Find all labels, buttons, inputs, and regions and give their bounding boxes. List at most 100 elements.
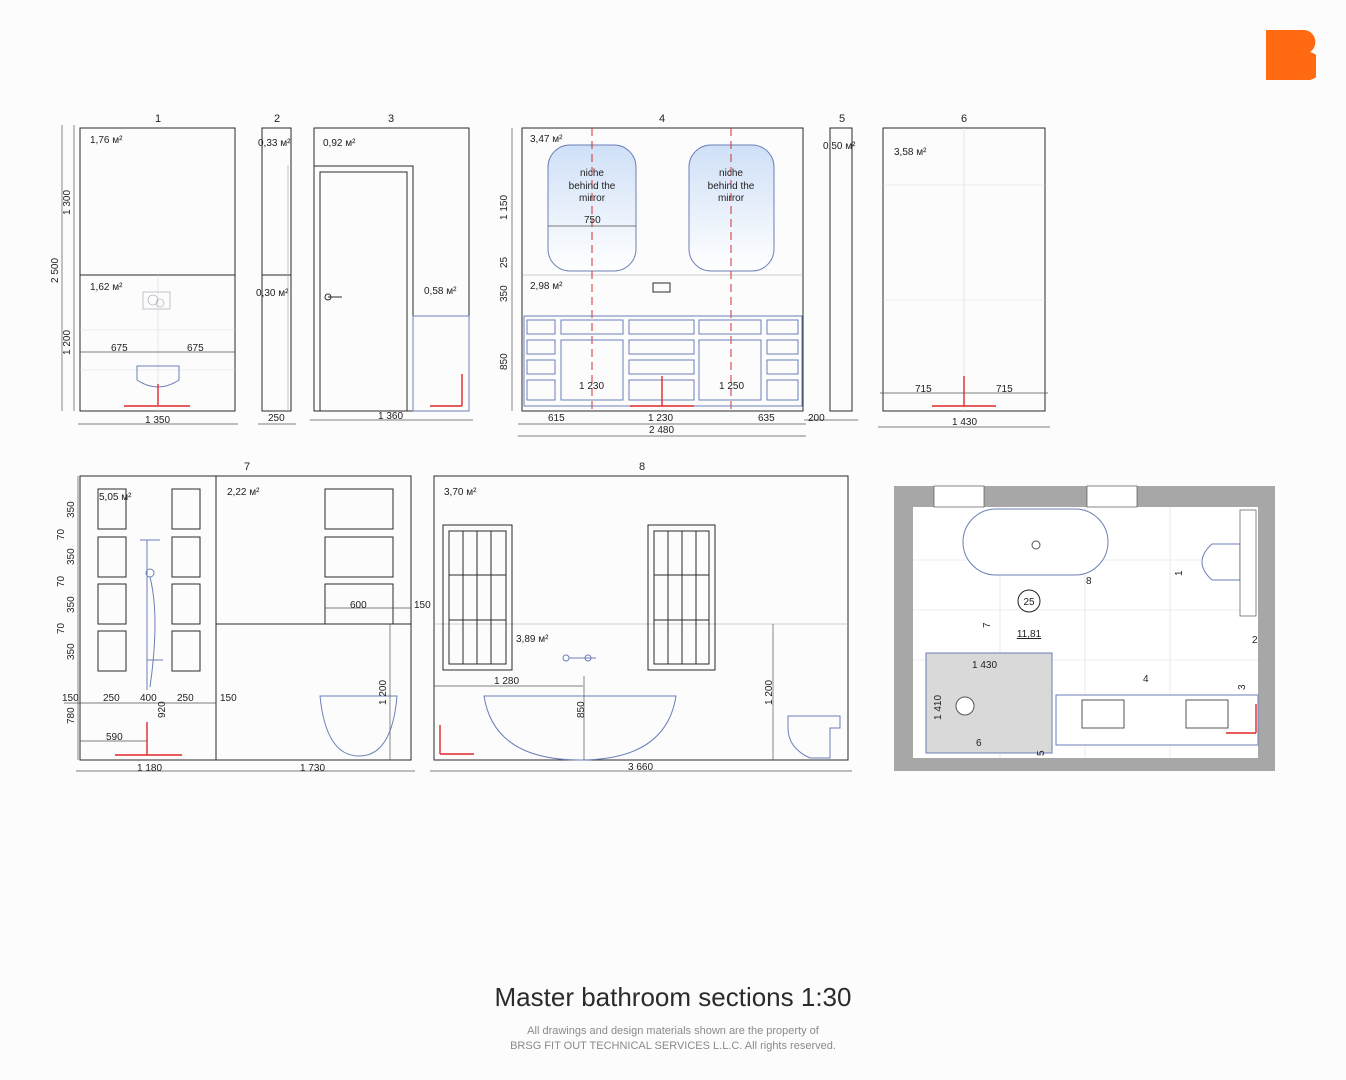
- dim-label: 1 360: [378, 411, 403, 422]
- area-label: 3,58 м²: [894, 147, 927, 158]
- wall-outline: [79, 127, 236, 412]
- dim-label: 70: [56, 575, 67, 587]
- vanity-outline: [523, 315, 803, 407]
- area-label: 3,70 м²: [444, 487, 477, 498]
- section-4: 4 niche behind the mirror niche behind t…: [499, 113, 806, 437]
- dim-label: 850: [576, 701, 587, 718]
- dim-label: 70: [56, 528, 67, 540]
- dim-label: 635: [758, 413, 775, 424]
- dim-label: 920: [157, 701, 168, 718]
- plan-area-number: 25: [1023, 597, 1035, 608]
- niche-text: niche: [580, 168, 604, 179]
- copyright-line: All drawings and design materials shown …: [527, 1025, 819, 1037]
- plan-marker: 6: [976, 738, 982, 749]
- section-2: 2 0,33 м² 0,30 м² 250: [256, 113, 296, 425]
- area-label: 0,92 м²: [323, 138, 356, 149]
- plan-marker: 4: [1143, 674, 1149, 685]
- niche-panels: [97, 488, 394, 672]
- bathtub-icon: [319, 695, 398, 757]
- dim-label: 150: [62, 693, 79, 704]
- section-2-label: 2: [274, 113, 280, 125]
- area-label: 0,30 м²: [256, 288, 289, 299]
- niche-text: mirror: [579, 193, 606, 204]
- dim-label: 615: [548, 413, 565, 424]
- brand-logo: [1266, 30, 1316, 80]
- flush-plate-icon: [142, 291, 171, 310]
- dim-label: 250: [103, 693, 120, 704]
- copyright-note: All drawings and design materials shown …: [0, 1024, 1346, 1054]
- plan-marker: 2: [1252, 635, 1258, 646]
- dim-label: 250: [268, 413, 285, 424]
- switch-icon: [652, 282, 671, 293]
- dim-label: 715: [915, 384, 932, 395]
- window-left: [442, 524, 513, 671]
- dim-label: 590: [106, 732, 123, 743]
- wall-outline: [79, 475, 412, 761]
- wc-icon: [787, 715, 841, 759]
- area-label: 0,33 м²: [258, 138, 291, 149]
- dim-label: 1 430: [952, 417, 977, 428]
- niche-text: behind the: [569, 181, 616, 192]
- dim-label: 350: [66, 548, 77, 565]
- dim-label: 2 480: [649, 425, 674, 436]
- area-label: 3,47 м²: [530, 134, 563, 145]
- dim-label: 675: [187, 343, 204, 354]
- niche-text: mirror: [718, 193, 745, 204]
- plan-area-tag: [1017, 589, 1041, 613]
- dim-label: 750: [584, 215, 601, 226]
- area-label: 0,58 м²: [424, 286, 457, 297]
- section-6: 6 3,58 м² 715 715 1 430: [878, 113, 1050, 428]
- wall-outline: [521, 127, 804, 412]
- dim-label: 1 230: [579, 381, 604, 392]
- plan-wall-cabinet: [1239, 509, 1257, 617]
- section-8-label: 8: [639, 461, 645, 473]
- plan-sink-icon: [1081, 699, 1125, 729]
- dim-label: 1 200: [378, 680, 389, 705]
- plan-marker: 8: [1086, 576, 1092, 587]
- section-6-label: 6: [961, 113, 967, 125]
- dim-label: 675: [111, 343, 128, 354]
- dim-label: 350: [66, 501, 77, 518]
- niche-text: behind the: [708, 181, 755, 192]
- plan-marker: 7: [982, 622, 993, 628]
- dim-label: 780: [66, 707, 77, 724]
- copyright-line: BRSG FIT OUT TECHNICAL SERVICES L.L.C. A…: [510, 1040, 836, 1052]
- dim-label: 1 300: [62, 190, 73, 215]
- area-label: 2,22 м²: [227, 487, 260, 498]
- section-1: 1 1,76 м² 1,62 м² 1 300 1 200 2 500 675 …: [50, 113, 238, 426]
- plan-window: [933, 485, 985, 508]
- wall-outline: [829, 127, 853, 412]
- bath-mixer-icon: [562, 654, 596, 662]
- dim-label: 1 250: [719, 381, 744, 392]
- section-7-label: 7: [244, 461, 250, 473]
- dim-label: 850: [499, 353, 510, 370]
- niche-text: niche: [719, 168, 743, 179]
- wall-outline: [433, 475, 849, 761]
- dim-label: 3 660: [628, 762, 653, 773]
- plan-dim: 1 430: [972, 660, 997, 671]
- area-label: 1,76 м²: [90, 135, 123, 146]
- plan-shower-zone: [925, 652, 1053, 754]
- plan-sink-icon: [1185, 699, 1229, 729]
- window-right: [647, 524, 716, 671]
- dim-label: 1 200: [62, 330, 73, 355]
- sheet-title: Master bathroom sections 1:30: [494, 982, 852, 1012]
- cabinet-outline: [412, 315, 470, 412]
- area-label: 1,62 м²: [90, 282, 123, 293]
- dim-label: 350: [499, 285, 510, 302]
- dim-label: 150: [220, 693, 237, 704]
- dim-label: 150: [414, 600, 431, 611]
- dim-label: 600: [350, 600, 367, 611]
- plan-dim: 1 410: [933, 695, 944, 720]
- plan-marker: 1: [1174, 570, 1185, 576]
- dim-label: 1 180: [137, 763, 162, 774]
- dim-label: 1 730: [300, 763, 325, 774]
- plan-marker: 5: [1036, 750, 1047, 756]
- plan-wc-icon: [1201, 543, 1241, 581]
- door-frame: [313, 165, 414, 412]
- plan-area-value: 11,81: [1017, 629, 1042, 640]
- section-1-label: 1: [155, 113, 161, 125]
- plan-bathtub-icon: [962, 508, 1109, 576]
- dim-label: 350: [66, 643, 77, 660]
- wall-outline: [313, 127, 470, 412]
